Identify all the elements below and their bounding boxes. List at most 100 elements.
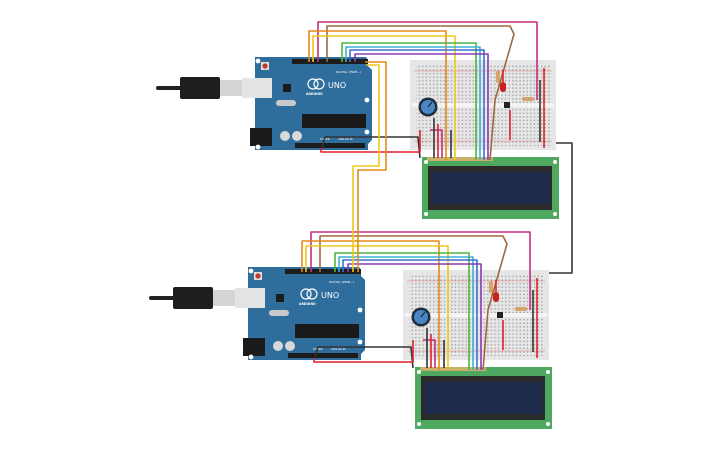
breadboard[interactable]	[410, 60, 556, 150]
wire-orange-link[interactable]	[357, 61, 387, 272]
wire-blue[interactable]	[342, 259, 478, 370]
digital-header	[285, 269, 361, 274]
mounting-hole	[357, 307, 363, 313]
capacitor	[292, 131, 302, 141]
power-analog-header	[295, 143, 365, 148]
mounting-hole	[255, 58, 261, 64]
wire-green[interactable]	[341, 42, 477, 160]
usb-plug	[173, 287, 213, 309]
breadboard[interactable]	[403, 270, 549, 360]
model-label: UNO	[321, 291, 339, 300]
reset-button-cap[interactable]	[255, 273, 261, 279]
capacitor	[273, 341, 283, 351]
wire-orange[interactable]	[301, 240, 440, 370]
mounting-hole	[255, 144, 261, 150]
wire-yellow[interactable]	[312, 35, 456, 160]
push-button[interactable]	[497, 312, 503, 318]
mounting-hole	[553, 160, 557, 164]
wire-yellow-link[interactable]	[352, 64, 380, 272]
atmega-chip	[295, 324, 359, 338]
wire-cyan[interactable]	[345, 46, 481, 160]
crystal	[269, 310, 289, 316]
red-led	[500, 82, 506, 92]
usb-chip	[276, 294, 284, 302]
capacitor	[285, 341, 295, 351]
center-channel	[412, 103, 554, 107]
mounting-hole	[553, 212, 557, 216]
wire-black-gnd[interactable]	[314, 346, 414, 369]
arduino-logo-icon	[313, 78, 325, 90]
lcd-screen	[432, 172, 549, 204]
brand-label: ARDUINO	[299, 302, 316, 306]
power-analog-header	[288, 353, 358, 358]
mounting-hole	[424, 160, 428, 164]
wire-purple[interactable]	[347, 263, 482, 370]
knob-indicator	[427, 101, 433, 108]
arduino-logo-icon	[300, 288, 312, 300]
cross-connection-wires	[352, 61, 573, 274]
resistor	[515, 307, 527, 311]
analog-label: ANALOG IN	[338, 137, 352, 141]
wire-purple[interactable]	[354, 53, 489, 160]
digital-label: DIGITAL (PWM~)	[336, 70, 361, 74]
wire-black-gnd[interactable]	[321, 136, 421, 159]
wire-black-link[interactable]	[549, 142, 573, 274]
lcd-16x2[interactable]	[422, 157, 559, 219]
wire-pink[interactable]	[317, 21, 538, 100]
lcd-pin-header	[427, 157, 493, 161]
arduino-logo-icon	[306, 288, 318, 300]
red-led	[493, 292, 499, 302]
mounting-hole	[417, 370, 421, 374]
mounting-hole	[248, 268, 254, 274]
lcd-pin-header	[420, 367, 486, 371]
wire-green[interactable]	[334, 252, 470, 370]
wire-blue[interactable]	[349, 49, 485, 160]
usb-chip	[283, 84, 291, 92]
wire-yellow[interactable]	[305, 245, 449, 370]
wire-cyan[interactable]	[338, 256, 474, 370]
power-jack	[250, 128, 272, 146]
mounting-hole	[248, 354, 254, 360]
crystal	[276, 100, 296, 106]
usb-plug	[180, 77, 220, 99]
wire-red-5v[interactable]	[320, 130, 421, 153]
brand-label: ARDUINO	[306, 92, 323, 96]
resistor	[496, 71, 500, 83]
analog-label: ANALOG IN	[331, 347, 345, 351]
mounting-hole	[546, 370, 550, 374]
usb-plug-metal	[220, 80, 242, 96]
knob-indicator	[420, 311, 426, 318]
wire-pink[interactable]	[310, 231, 531, 310]
usb-port	[235, 288, 265, 308]
lcd-screen	[425, 382, 542, 414]
mounting-hole	[424, 212, 428, 216]
mounting-hole	[364, 97, 370, 103]
mounting-hole	[357, 339, 363, 345]
wire-brown[interactable]	[326, 25, 515, 161]
wire-red-5v[interactable]	[313, 340, 414, 363]
mounting-hole	[364, 129, 370, 135]
resistor	[522, 97, 534, 101]
digital-header	[292, 59, 368, 64]
digital-label: DIGITAL (PWM~)	[329, 280, 354, 284]
atmega-chip	[302, 114, 366, 128]
reset-button-cap[interactable]	[262, 63, 268, 69]
model-label: UNO	[328, 81, 346, 90]
resistor	[489, 281, 493, 293]
center-channel	[405, 313, 547, 317]
wire-orange[interactable]	[308, 30, 447, 160]
push-button[interactable]	[504, 102, 510, 108]
arduino-logo-icon	[307, 78, 319, 90]
wire-brown[interactable]	[319, 235, 508, 371]
power-jack	[243, 338, 265, 356]
lcd-16x2[interactable]	[415, 367, 552, 429]
mounting-hole	[546, 422, 550, 426]
capacitor	[280, 131, 290, 141]
usb-plug-metal	[213, 290, 235, 306]
